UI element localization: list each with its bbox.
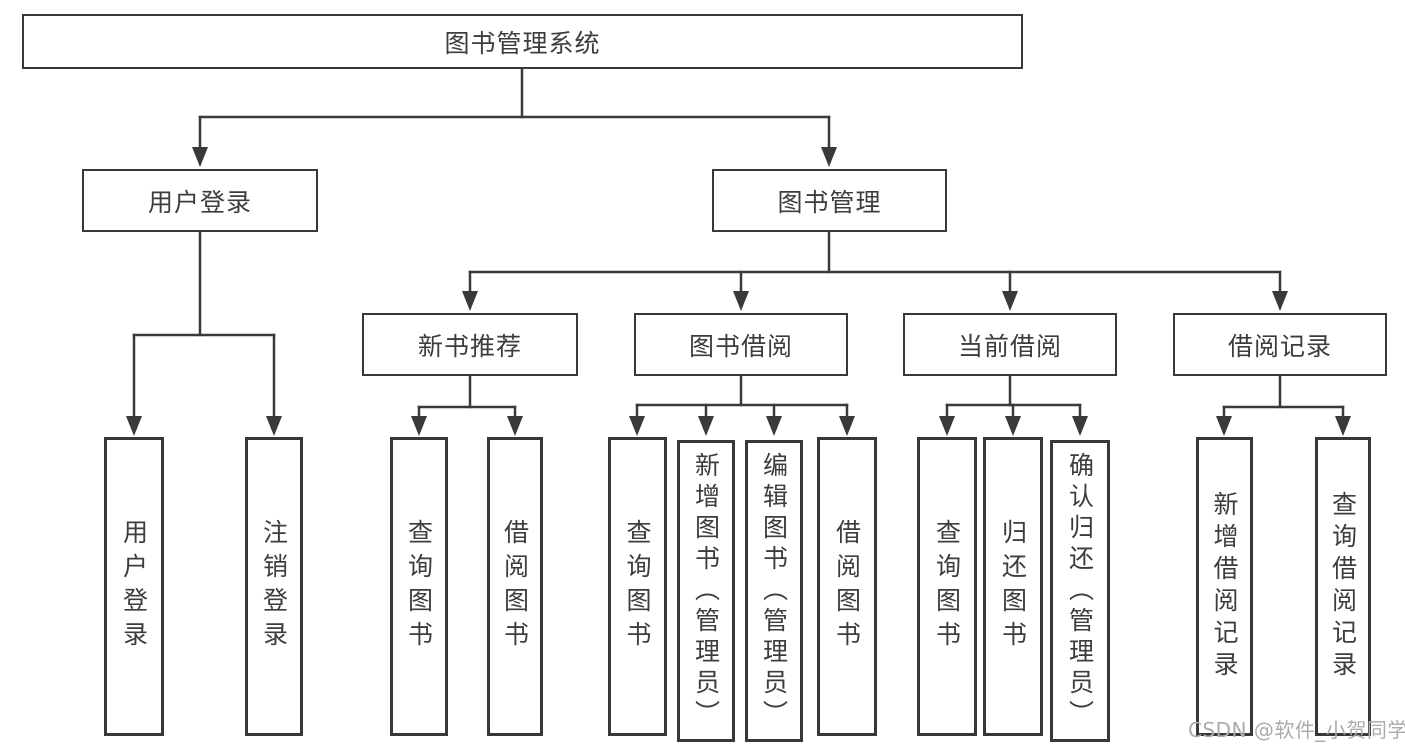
node-borrow-records: 借阅记录: [1173, 313, 1387, 376]
leaf-bb-edit-books-admin-label: 编辑图书（管理员）: [759, 451, 789, 731]
leaf-nbr-borrow-books-label: 借阅图书: [500, 518, 530, 655]
node-book-management: 图书管理: [712, 169, 947, 232]
leaf-nbr-borrow-books: 借阅图书: [487, 437, 543, 736]
leaf-nbr-query-books: 查询图书: [390, 437, 448, 736]
leaf-user-login: 用户登录: [104, 437, 164, 736]
node-user-login: 用户登录: [82, 169, 318, 232]
leaf-cb-return-books-label: 归还图书: [998, 518, 1028, 655]
leaf-bb-borrow-books-label: 借阅图书: [832, 518, 862, 655]
leaf-cb-return-books: 归还图书: [983, 437, 1043, 736]
node-new-book-recommend: 新书推荐: [362, 313, 578, 376]
node-book-borrow: 图书借阅: [634, 313, 848, 376]
leaf-bb-add-books-admin: 新增图书（管理员）: [677, 440, 735, 742]
leaf-cb-confirm-return-admin: 确认归还（管理员）: [1050, 440, 1110, 742]
csdn-watermark: CSDN @软件_小贺同学: [1188, 718, 1405, 742]
leaf-bb-edit-books-admin: 编辑图书（管理员）: [745, 440, 803, 742]
leaf-br-add-record: 新增借阅记录: [1196, 437, 1253, 736]
node-current-borrow: 当前借阅: [903, 313, 1117, 376]
leaf-br-query-record-label: 查询借阅记录: [1328, 490, 1358, 683]
leaf-logout-login-label: 注销登录: [259, 518, 289, 655]
leaf-user-login-label: 用户登录: [119, 518, 149, 655]
leaf-cb-query-books-label: 查询图书: [932, 518, 962, 655]
leaf-bb-query-books-label: 查询图书: [623, 518, 652, 655]
leaf-bb-borrow-books: 借阅图书: [817, 437, 877, 736]
leaf-cb-confirm-return-admin-label: 确认归还（管理员）: [1065, 451, 1095, 731]
leaf-br-add-record-label: 新增借阅记录: [1210, 490, 1239, 683]
leaf-bb-query-books: 查询图书: [608, 437, 667, 736]
leaf-br-query-record: 查询借阅记录: [1315, 437, 1371, 736]
leaf-bb-add-books-admin-label: 新增图书（管理员）: [691, 451, 721, 731]
leaf-logout-login: 注销登录: [245, 437, 303, 736]
leaf-nbr-query-books-label: 查询图书: [404, 518, 434, 655]
node-library-management-system: 图书管理系统: [22, 14, 1023, 69]
leaf-cb-query-books: 查询图书: [917, 437, 977, 736]
